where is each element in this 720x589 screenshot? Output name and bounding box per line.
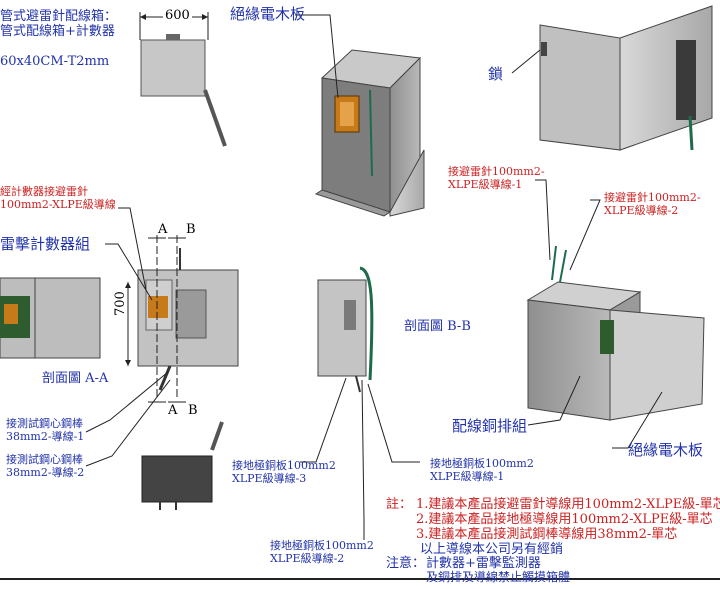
copper-busbar-label: 配線銅排組 bbox=[452, 417, 528, 435]
leader-lines bbox=[85, 14, 663, 540]
arrester-wire-1-label: 接避雷針100mm2- XLPE級導線-1 bbox=[448, 165, 545, 191]
note-item-3: 3.建議本產品接測試鋼棒導線用38mm2-單芯 bbox=[416, 527, 678, 542]
section-mark-a-bottom: A bbox=[168, 403, 178, 418]
open-cabinet-iso bbox=[314, 49, 425, 217]
top-view-box bbox=[140, 34, 227, 147]
bottom-view-box bbox=[141, 421, 224, 510]
section-aa-caption: 剖面圖 A-A bbox=[42, 371, 109, 386]
test-wire-1-label: 接測試鋼心鋼棒 38mm2-導線-1 bbox=[6, 417, 85, 443]
bottom-border-rule bbox=[0, 578, 720, 580]
arrester-wire-2-label: 接避雷針100mm2- XLPE級導線-2 bbox=[604, 191, 701, 217]
caution-line-2: 及銅排及導線禁止觸摸箱體 bbox=[426, 570, 571, 584]
note-item-2: 2.建議本產品接地極導線用100mm2-XLPE級-單芯 bbox=[416, 512, 713, 527]
box-size-spec: 60x40CM-T2mm bbox=[0, 54, 110, 69]
section-lines bbox=[148, 235, 186, 403]
counter-to-arrester-label: 經計數器接避雷針 100mm2-XLPE級導線 bbox=[0, 185, 116, 211]
height-dimension-line bbox=[125, 282, 131, 366]
cabinet-front-door-open bbox=[539, 5, 713, 151]
note-item-1: 1.建議本產品接避雷針導線用100mm2-XLPE級-單芯 bbox=[416, 497, 720, 512]
ground-wire-2-label: 接地極銅板100mm2 XLPE級導線-2 bbox=[270, 539, 374, 565]
note-extra: 以上導線本公司另有經銷 bbox=[420, 542, 564, 557]
title-line-1: 管式避雷針配線箱： bbox=[0, 9, 118, 24]
height-dimension-label: 700 bbox=[113, 291, 128, 316]
section-mark-b-bottom: B bbox=[188, 403, 198, 418]
section-mark-b-top: B bbox=[186, 222, 196, 237]
section-bb-caption: 剖面圖 B-B bbox=[404, 319, 471, 334]
title-line-2: 管式配線箱+計數器 bbox=[0, 24, 115, 39]
test-wire-2-label: 接測試鋼心鋼棒 38mm2-導線-2 bbox=[6, 453, 85, 479]
strike-counter-group-label: 雷擊計數器組 bbox=[0, 235, 91, 253]
caution-line-1: 計數器+雷擊監測器 bbox=[426, 556, 541, 571]
ground-wire-1-label: 接地極銅板100mm2 XLPE級導線-1 bbox=[430, 457, 534, 483]
front-elevation bbox=[0, 248, 239, 391]
cabinet-iso-bottom bbox=[526, 245, 705, 421]
width-dimension-label: 600 bbox=[163, 8, 192, 24]
section-mark-a-top: A bbox=[158, 222, 168, 237]
ground-wire-3-label: 接地極銅板100mm2 XLPE級導線-3 bbox=[232, 459, 336, 485]
notes-head: 註： bbox=[386, 497, 413, 512]
caution-head: 注意： bbox=[386, 556, 426, 571]
side-section bbox=[317, 266, 374, 393]
lock-label: 鎖 bbox=[488, 65, 504, 83]
insulated-board-label-top: 絕緣電木板 bbox=[230, 5, 306, 23]
insulated-board-label-bottom: 絕緣電木板 bbox=[628, 441, 704, 459]
